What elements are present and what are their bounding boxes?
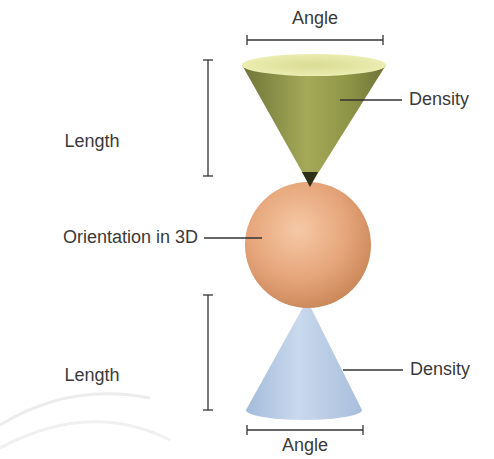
density-label: Density — [409, 90, 469, 110]
orientation-sphere — [245, 182, 371, 308]
top-cone — [242, 65, 386, 186]
density-label: Density — [410, 360, 470, 380]
watermark-arc — [0, 422, 170, 448]
angle-label: Angle — [292, 9, 338, 29]
angle-bracket — [247, 35, 383, 45]
leader-line — [204, 100, 403, 370]
length-bracket — [203, 295, 213, 410]
watermark-arc — [0, 394, 150, 425]
cone-apex-shade — [302, 172, 318, 187]
length-bracket — [203, 60, 213, 176]
length-label: Length — [64, 366, 119, 386]
orientation-label: Orientation in 3D — [63, 228, 198, 248]
top-cone-cap — [242, 54, 386, 76]
bottom-cone — [246, 300, 362, 420]
angle-bracket — [247, 425, 363, 435]
length-label: Length — [64, 132, 119, 152]
angle-label: Angle — [282, 436, 328, 456]
